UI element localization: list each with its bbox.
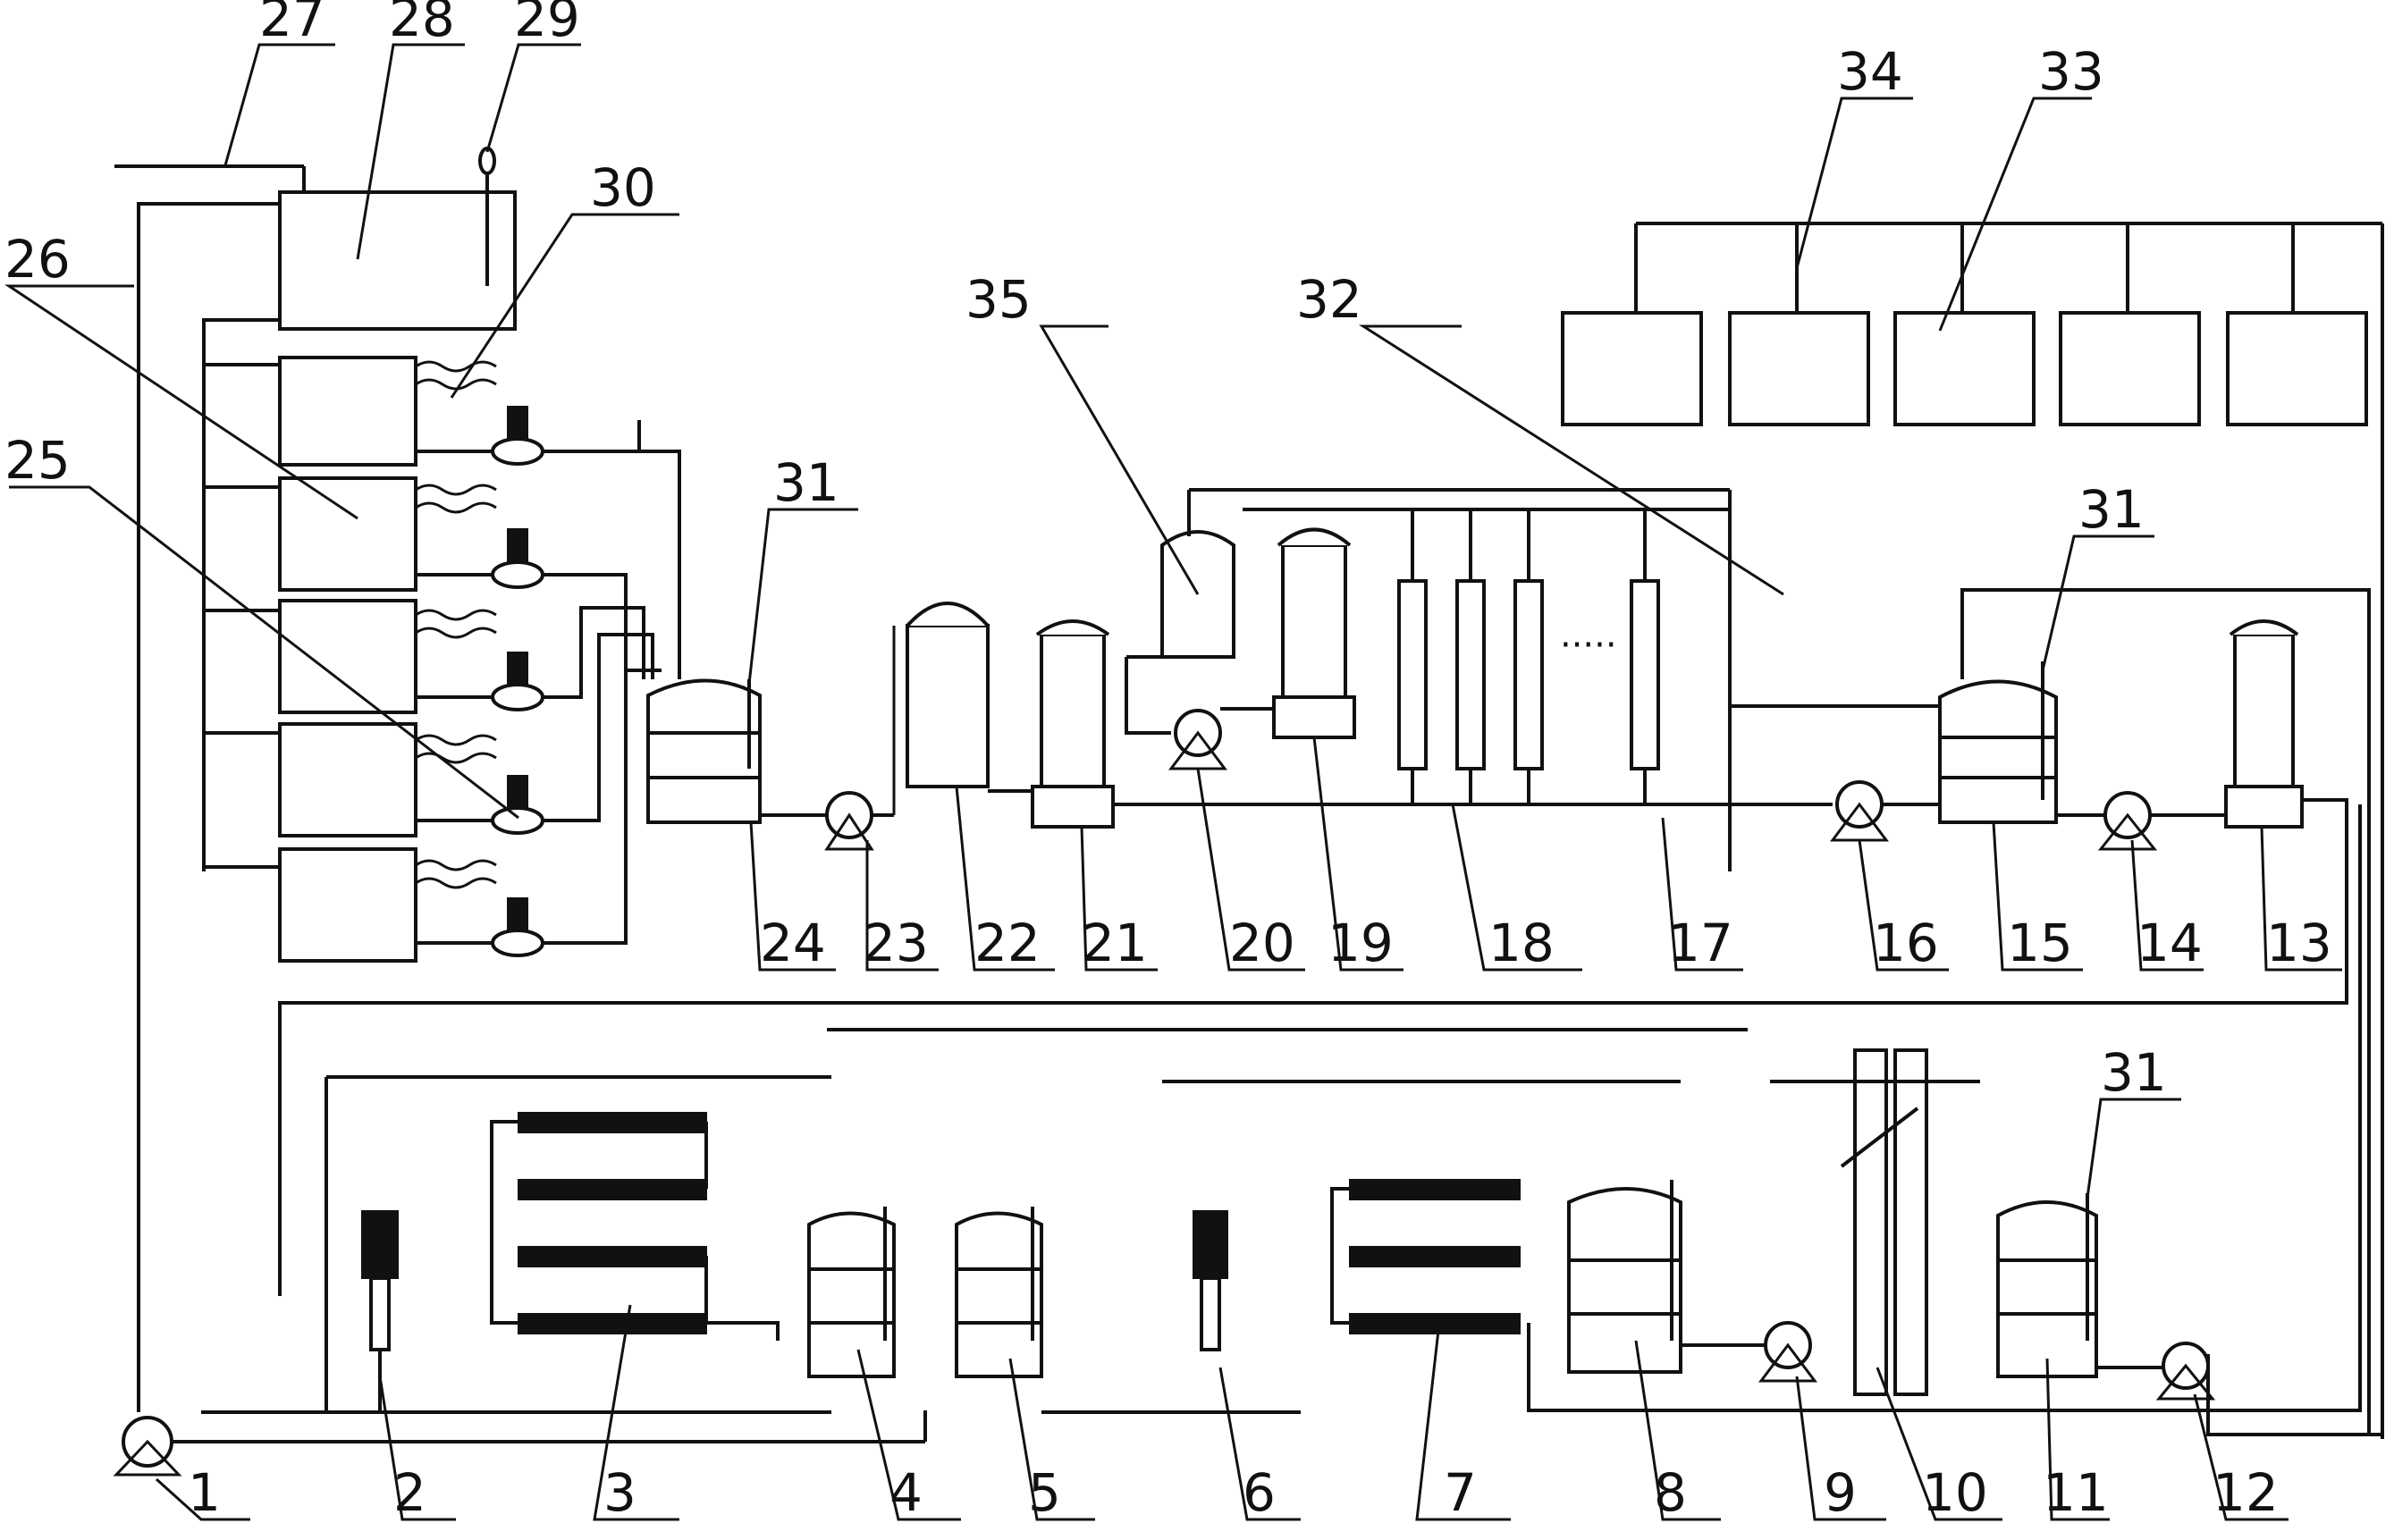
tank-stack-26 — [278, 356, 417, 963]
callout-35: 35 — [965, 269, 1032, 330]
tank-24 — [646, 678, 762, 824]
callout-4: 4 — [889, 1462, 923, 1523]
pump-16 — [1830, 780, 1940, 842]
callout-16: 16 — [1873, 913, 1939, 973]
top-left-pump-lines — [416, 420, 681, 945]
callout-3: 3 — [603, 1462, 636, 1523]
filter-13 — [278, 619, 2348, 1296]
tank-5 — [955, 1207, 1043, 1378]
vertical-pumps-row — [491, 406, 544, 957]
callout-11: 11 — [2043, 1462, 2109, 1523]
callout-numbers: 1 2 3 4 5 6 7 8 9 10 11 12 13 14 15 16 1… — [4, 0, 2332, 1523]
ellipsis-text: ····· — [1560, 625, 1617, 666]
callout-31-b: 31 — [2078, 479, 2145, 540]
callout-21: 21 — [1082, 913, 1148, 973]
pump-9 — [1681, 1321, 1817, 1383]
callout-17: 17 — [1667, 913, 1733, 973]
callout-6: 6 — [1243, 1462, 1276, 1523]
filter-22 — [892, 602, 1037, 815]
callout-leaders — [4, 43, 2342, 1521]
callout-22: 22 — [974, 913, 1041, 973]
callout-15: 15 — [2007, 913, 2073, 973]
pump-2 — [361, 1210, 399, 1412]
main-outer-lines — [114, 164, 306, 1412]
pump-1 — [113, 1410, 927, 1477]
callout-20: 20 — [1229, 913, 1295, 973]
membrane-modules-3 — [490, 1112, 780, 1341]
filter-19 — [1272, 527, 1356, 739]
callout-28: 28 — [389, 0, 455, 48]
callout-30: 30 — [590, 157, 656, 218]
callout-19: 19 — [1328, 913, 1394, 973]
callout-12: 12 — [2213, 1462, 2279, 1523]
tank-15 — [1938, 588, 2371, 1435]
heater-coils-30 — [415, 360, 497, 889]
tank-11 — [1996, 1193, 2098, 1378]
callout-34: 34 — [1837, 41, 1903, 102]
callout-31-a: 31 — [773, 452, 839, 513]
callout-29: 29 — [514, 0, 580, 48]
callout-5: 5 — [1028, 1462, 1061, 1523]
membrane-modules-7 — [1330, 1179, 1521, 1334]
callout-2: 2 — [393, 1462, 426, 1523]
callout-1: 1 — [188, 1462, 221, 1523]
callout-10: 10 — [1922, 1462, 1988, 1523]
callout-24: 24 — [760, 913, 826, 973]
callout-23: 23 — [863, 913, 929, 973]
pump-23 — [760, 791, 894, 851]
callout-25: 25 — [4, 430, 71, 491]
callout-13: 13 — [2266, 913, 2332, 973]
heat-exchanger-10 — [1770, 1048, 1980, 1396]
tank-8 — [1527, 804, 2362, 1412]
callout-7: 7 — [1444, 1462, 1477, 1523]
callout-27: 27 — [259, 0, 325, 48]
pump-6 — [1193, 1210, 1228, 1351]
membrane-columns-18 — [1187, 488, 1732, 804]
tank-28 — [278, 190, 517, 331]
callout-8: 8 — [1654, 1462, 1687, 1523]
callout-33: 33 — [2038, 41, 2104, 102]
callout-31-c: 31 — [2101, 1042, 2167, 1103]
tank-4 — [807, 1207, 896, 1378]
pump-20 — [1168, 707, 1274, 770]
storage-tanks-33 — [1561, 311, 2368, 426]
callout-14: 14 — [2137, 913, 2203, 973]
pump-14 — [2056, 791, 2226, 851]
callout-9: 9 — [1824, 1462, 1857, 1523]
filter-21 — [1031, 619, 1115, 829]
callout-26: 26 — [4, 229, 71, 290]
callout-32: 32 — [1296, 269, 1362, 330]
pump-12 — [2096, 1342, 2382, 1436]
callout-18: 18 — [1488, 913, 1555, 973]
